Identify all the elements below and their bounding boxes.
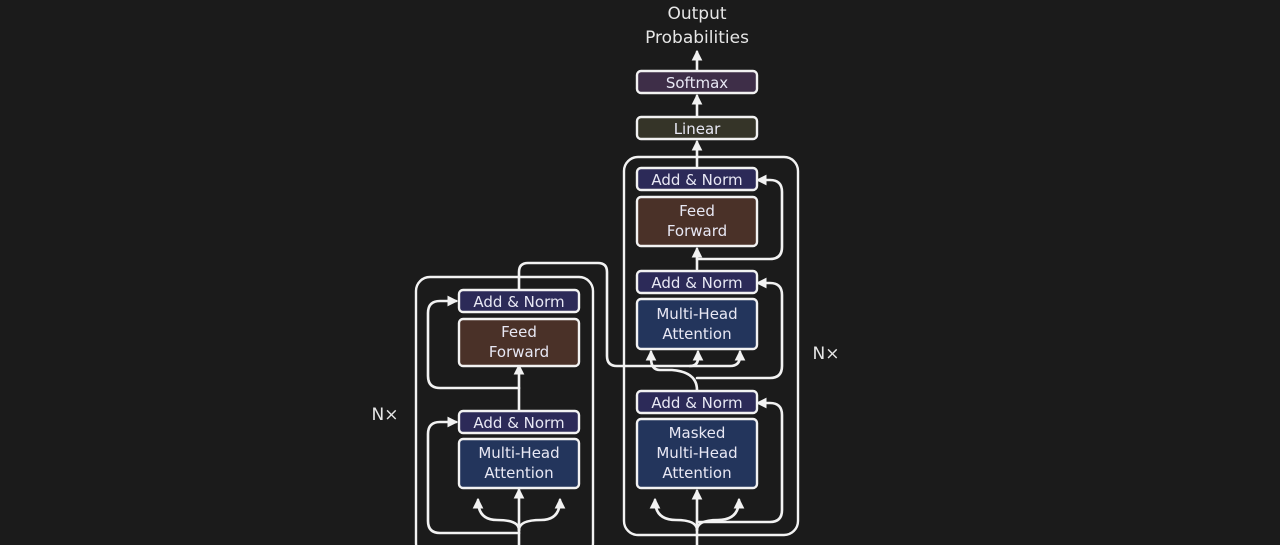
decoder-multi-head-attention: Multi-Head Attention xyxy=(635,297,759,351)
decoder-add-norm-mid-label: Add & Norm xyxy=(651,274,742,292)
decoder-add-norm-bottom-label: Add & Norm xyxy=(651,394,742,412)
decoder-masked-attention-line-3: Attention xyxy=(662,464,731,482)
encoder-add-norm-top: Add & Norm xyxy=(457,288,581,314)
linear-layer: Linear xyxy=(635,115,759,141)
softmax-layer: Softmax xyxy=(635,69,759,95)
encoder-attention-line-1: Multi-Head xyxy=(478,444,559,462)
encoder-feed-forward-line-2: Forward xyxy=(489,343,549,361)
decoder-feed-forward: Feed Forward xyxy=(635,195,759,248)
output-label-line-1: Output xyxy=(667,4,726,24)
decoder-feed-forward-line-1: Feed xyxy=(679,202,715,220)
encoder-feed-forward-line-1: Feed xyxy=(501,323,537,341)
decoder-add-norm-top-label: Add & Norm xyxy=(651,171,742,189)
decoder-masked-attention-line-1: Masked xyxy=(669,424,726,442)
softmax-label: Softmax xyxy=(666,74,728,92)
decoder-frame xyxy=(622,155,800,537)
encoder-add-norm-bottom-label: Add & Norm xyxy=(473,414,564,432)
linear-label: Linear xyxy=(674,120,721,138)
decoder-masked-multi-head-attention: Masked Multi-Head Attention xyxy=(635,417,759,490)
decoder-cross-attention-line-1: Multi-Head xyxy=(656,305,737,323)
encoder-attention-line-2: Attention xyxy=(484,464,553,482)
decoder-add-norm-top: Add & Norm xyxy=(635,166,759,192)
encoder-multi-head-attention: Multi-Head Attention xyxy=(457,437,581,490)
decoder-cross-attention-line-2: Attention xyxy=(662,325,731,343)
decoder-add-norm-mid: Add & Norm xyxy=(635,269,759,295)
encoder-add-norm-top-label: Add & Norm xyxy=(473,293,564,311)
encoder-feed-forward: Feed Forward xyxy=(457,317,581,368)
decoder-repeat-label: N× xyxy=(813,344,840,364)
encoder-add-norm-bottom: Add & Norm xyxy=(457,409,581,435)
decoder-add-norm-bottom: Add & Norm xyxy=(635,389,759,415)
decoder-masked-attention-line-2: Multi-Head xyxy=(656,444,737,462)
encoder-frame xyxy=(414,275,595,545)
output-label-line-2: Probabilities xyxy=(645,28,749,48)
decoder-feed-forward-line-2: Forward xyxy=(667,222,727,240)
encoder-repeat-label: N× xyxy=(372,405,399,425)
